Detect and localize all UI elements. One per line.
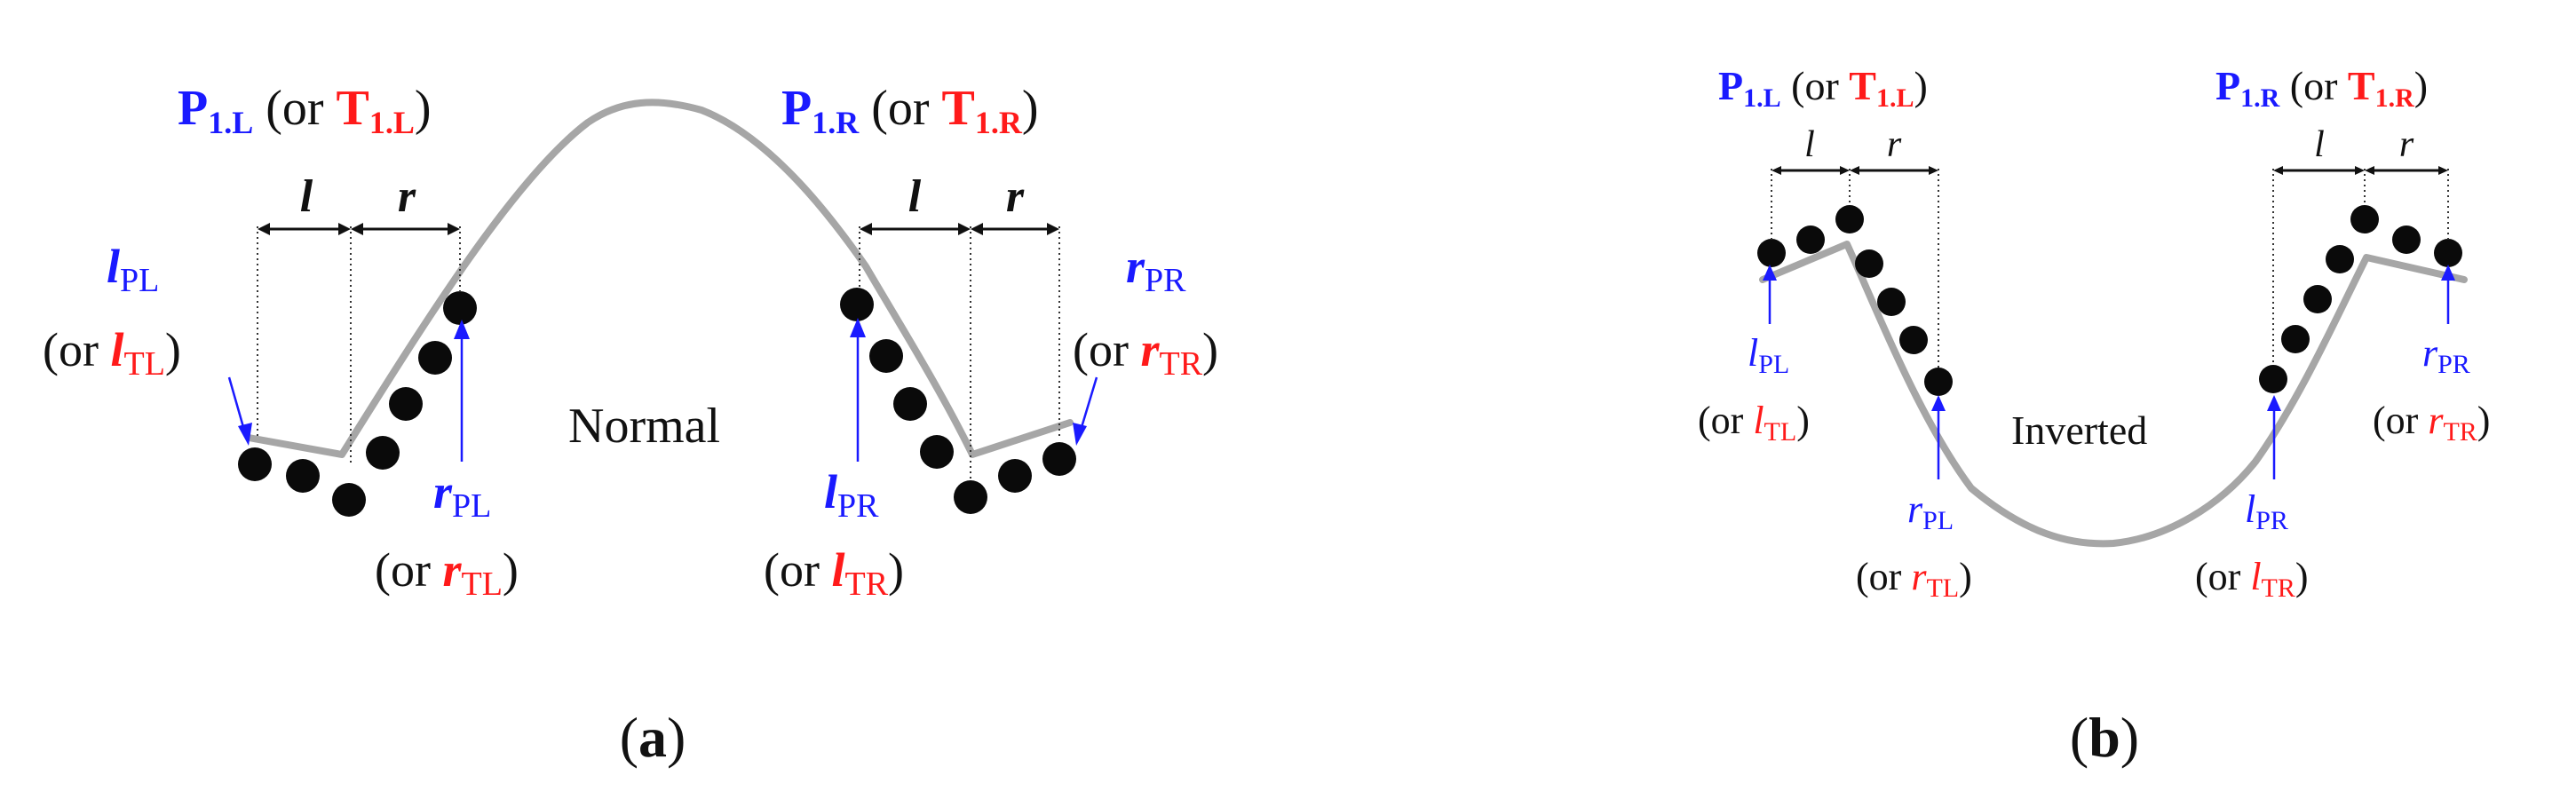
point	[869, 339, 903, 373]
point	[954, 480, 987, 514]
point	[389, 387, 423, 421]
point	[2259, 365, 2287, 393]
point	[366, 436, 400, 470]
pivot-left-title: P1.L (or T1.L)	[1718, 63, 1928, 113]
normal-curve	[245, 99, 1074, 458]
point	[840, 288, 874, 321]
pivot-right-title: P1.R (or T1.R)	[2215, 63, 2428, 113]
point	[286, 459, 320, 493]
dots-left-peak	[238, 291, 477, 517]
dim-l-label: l	[1804, 124, 1815, 165]
panel-b: l r l r P1.L (or T1.L) P1.R (or T1.R) lP…	[1698, 63, 2490, 769]
dots-right-peak	[840, 288, 1076, 514]
inverted-curve	[1759, 241, 2468, 548]
ltr-label: (or lTR)	[764, 543, 904, 603]
point	[238, 447, 272, 481]
point	[893, 387, 927, 421]
center-label: Normal	[568, 399, 720, 454]
dimension-arrows-left	[1771, 166, 1938, 175]
rtl-label: (or rTL)	[1856, 555, 1972, 603]
point	[1899, 326, 1928, 354]
lpl-arrow	[227, 376, 252, 446]
point	[1877, 288, 1906, 316]
dim-r-label: r	[1887, 124, 1902, 165]
ltr-label: (or lTR)	[2195, 555, 2309, 603]
point	[2434, 239, 2462, 267]
lpl-label: lPL	[1748, 331, 1789, 379]
point	[920, 435, 954, 469]
lpr-arrow	[850, 318, 866, 462]
ltl-label: (or lTL)	[43, 323, 181, 383]
rtr-label: (or rTR)	[2373, 399, 2490, 447]
point	[1835, 205, 1864, 233]
rtr-label: (or rTR)	[1073, 323, 1218, 383]
point	[2392, 225, 2421, 254]
dim-r-label: r	[1006, 171, 1025, 222]
pivot-right-title: P1.R (or T1.R)	[781, 81, 1039, 140]
point	[2326, 245, 2354, 273]
caption-a: (a)	[620, 706, 686, 769]
caption-b: (b)	[2070, 706, 2139, 769]
rpr-arrow	[2441, 265, 2455, 324]
lpl-label: lPL	[107, 240, 159, 299]
point	[1042, 442, 1076, 476]
panel-a: l r l r P1.L (or T1.L) P1.R (or T1.R) lP…	[43, 81, 1218, 769]
rpl-label: rPL	[1907, 487, 1954, 535]
dim-l-label: l	[908, 171, 922, 222]
dim-l-label: l	[2314, 124, 2325, 165]
lpl-arrow	[1763, 265, 1777, 324]
ltl-label: (or lTL)	[1698, 399, 1810, 447]
point	[2281, 325, 2310, 353]
dim-r-label: r	[398, 171, 416, 222]
rpl-label: rPL	[433, 465, 491, 525]
rpr-label: rPR	[1126, 240, 1186, 299]
point	[1796, 225, 1825, 254]
point	[332, 483, 366, 517]
point	[418, 341, 452, 375]
rpr-label: rPR	[2422, 331, 2470, 379]
dimension-arrows-right	[860, 223, 1059, 235]
lpr-arrow	[2267, 395, 2281, 479]
point	[1757, 239, 1786, 267]
dimension-arrows-left	[258, 223, 460, 235]
point	[2350, 205, 2379, 233]
lpr-label: lPR	[824, 465, 879, 525]
rpl-arrow	[1931, 395, 1946, 479]
lpr-label: lPR	[2245, 487, 2288, 535]
dim-r-label: r	[2399, 124, 2414, 165]
point	[443, 291, 477, 325]
dim-l-label: l	[300, 171, 313, 222]
point	[998, 459, 1032, 493]
rpr-arrow	[1073, 376, 1098, 446]
rtl-label: (or rTL)	[375, 543, 519, 603]
point	[1855, 249, 1883, 278]
dots-right-trough	[2259, 205, 2462, 393]
point	[1924, 368, 1953, 396]
dimension-arrows-right	[2273, 166, 2448, 175]
pivot-left-title: P1.L (or T1.L)	[178, 81, 432, 140]
point	[2303, 285, 2332, 313]
rpl-arrow	[454, 320, 470, 462]
center-label: Inverted	[2011, 407, 2147, 453]
dots-left-trough	[1757, 205, 1953, 396]
